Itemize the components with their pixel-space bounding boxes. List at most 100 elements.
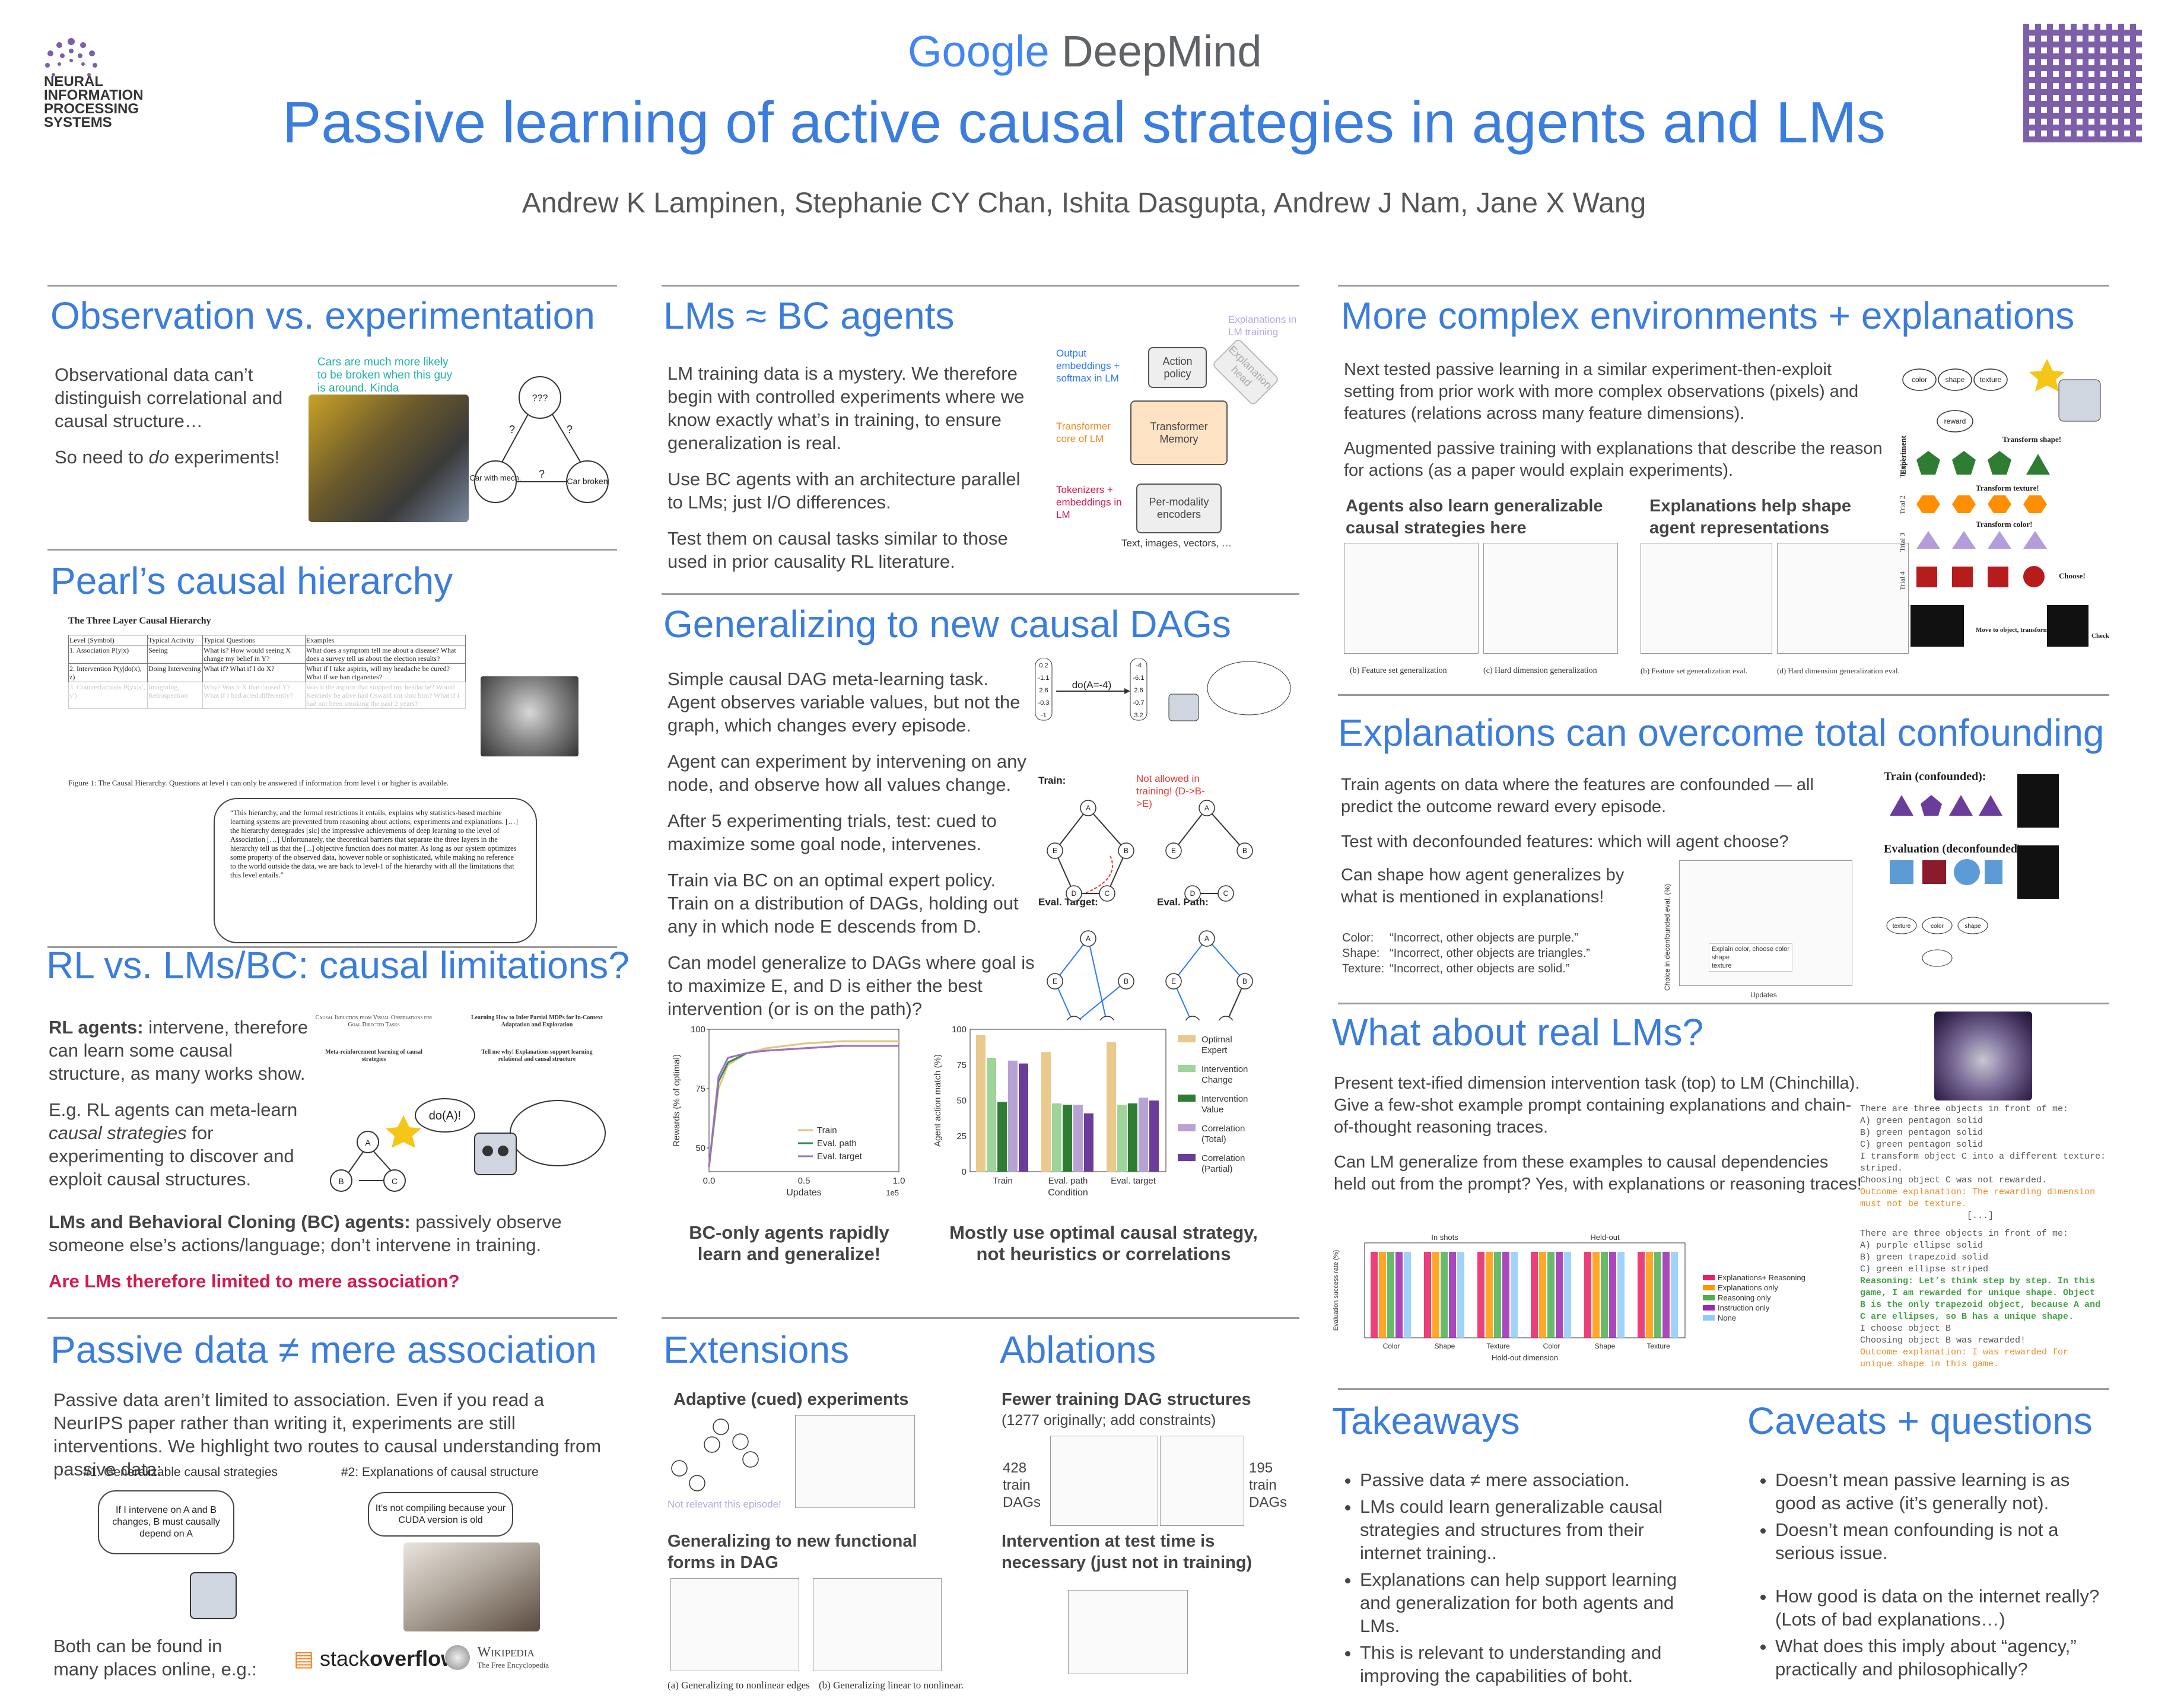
legend-entry: Explain color, choose color	[1712, 946, 1789, 953]
ext-plot-b	[813, 1578, 942, 1671]
dag-edge	[1206, 938, 1245, 982]
table-header: Typical Activity	[147, 635, 203, 645]
ext-cap-a: (a) Generalizing to nonlinear edges	[667, 1680, 810, 1691]
dag-node-label: C	[1223, 889, 1229, 898]
dag-caption-2: Mostly use optimal causal strategy, not …	[949, 1222, 1258, 1264]
bar	[1107, 1042, 1116, 1172]
prompt-example: There are three objects in front of me: …	[1860, 1103, 2109, 1370]
group-label: In shots	[1431, 1233, 1458, 1242]
bar	[1654, 1252, 1661, 1338]
legend-swatch	[1178, 1035, 1196, 1042]
section-title-complex: More complex environments + explanations	[1341, 294, 2075, 337]
bar	[1371, 1252, 1378, 1338]
dag-node-label: B	[1242, 847, 1247, 855]
dag-value: 3.2	[1134, 712, 1143, 719]
chinchilla-photo	[1934, 1012, 2032, 1101]
bar	[1139, 1098, 1148, 1172]
wand-star-icon	[386, 1115, 421, 1148]
bar	[1379, 1252, 1386, 1338]
prompt-ellipsis: [...]	[1967, 1211, 1994, 1221]
rl-text-2: E.g. RL agents can meta-learn causal str…	[49, 1099, 298, 1189]
y-axis-label: Evaluation success rate (%)	[1333, 1250, 1340, 1331]
confound-plot-xlabel: Updates	[1750, 991, 1777, 999]
wikipedia-logo: Wikipedia The Free Encyclopedia	[445, 1645, 549, 1670]
dag-node	[1118, 842, 1134, 859]
dag-node-label: C	[1105, 889, 1110, 898]
dag-edge	[1206, 807, 1245, 851]
bar	[1531, 1252, 1538, 1338]
dag-node-label: A	[1086, 934, 1091, 943]
dag-p4: Train via BC on an optimal expert policy…	[667, 870, 1019, 937]
list-item: LMs could learn generalizable causal str…	[1360, 1495, 1702, 1564]
section-title-lmbc: LMs ≈ BC agents	[663, 294, 955, 337]
ext-not-relevant: Not relevant this episode!	[667, 1499, 781, 1510]
dag-edge	[1077, 981, 1127, 1020]
dag-node	[1080, 800, 1096, 816]
complex-cap: (b) Feature set generalization eval.	[1641, 666, 1748, 675]
lmbc-p3: Test them on causal tasks similar to tho…	[667, 528, 1008, 572]
dag-node-label: E	[1171, 847, 1176, 855]
bar	[997, 1102, 1007, 1172]
table-cell: Imagining, Retrospection	[147, 682, 203, 709]
neurips-dots-icon	[45, 38, 97, 77]
bar	[1502, 1252, 1509, 1338]
y-axis-label: Agent action match (%)	[933, 1054, 943, 1147]
dag-value: -1	[1041, 712, 1047, 719]
obs-q: ?	[509, 424, 515, 435]
plot-frame	[1364, 1242, 1686, 1338]
complex-sub2: Explanations help shape agent representa…	[1649, 497, 1852, 537]
robot-icon	[1168, 694, 1199, 721]
reallm-p1: Present text-ified dimension interventio…	[1334, 1074, 1860, 1137]
ext-sub2: Generalizing to new functional forms in …	[667, 1532, 917, 1572]
complex-step: Transform texture!	[1976, 484, 2039, 492]
section-rule	[1338, 1003, 2109, 1004]
bar	[1063, 1105, 1072, 1172]
section-title-confound: Explanations can overcome total confound…	[1338, 711, 2105, 754]
lbl-inputs: Text, images, vectors, …	[1121, 537, 1232, 549]
legend-entry: Explanations only	[1703, 1283, 1805, 1293]
complex-trial: Trial 4	[1899, 571, 1906, 590]
bar	[1547, 1252, 1555, 1338]
bar	[1511, 1252, 1518, 1338]
bar	[1387, 1252, 1394, 1338]
dag-p1: Simple causal DAG meta-learning task. Ag…	[667, 669, 1021, 736]
complex-plot-b-eval	[1641, 543, 1772, 654]
complex-figure: color shape texture reward Transform sha…	[1899, 359, 2110, 647]
pearl-fig-caption: Figure 1: The Causal Hierarchy. Question…	[68, 778, 449, 787]
obs-text-1: Observational data can’t distinguish cor…	[55, 364, 283, 431]
section-rule	[662, 593, 1299, 595]
table-cell: Doing Intervening	[147, 663, 203, 682]
legend-label: Optimal	[1201, 1035, 1232, 1045]
complex-step: Choose!	[2059, 571, 2086, 580]
passive-bubble2-text: It’s not compiling because your CUDA ver…	[375, 1503, 506, 1525]
table-header: Level (Symbol)	[68, 635, 148, 645]
confound-p1: Train agents on data where the features …	[1341, 775, 1814, 816]
legend-label: Eval. target	[817, 1152, 863, 1162]
x-tick-label: Color	[1543, 1342, 1560, 1350]
box-action-policy: Action policy	[1148, 347, 1207, 388]
dag-value: -0.3	[1038, 699, 1050, 707]
series-line	[708, 1040, 899, 1168]
complex-experiment-label: Experiment	[1899, 435, 1908, 475]
paper-thumb: Meta-reinforcement learning of causal st…	[325, 1049, 422, 1063]
bar	[987, 1058, 996, 1172]
passive-both: Both can be found in many places online,…	[53, 1636, 257, 1680]
dag-edge	[1088, 938, 1107, 1020]
bar	[1395, 1252, 1403, 1338]
passive-bubble1: If I intervene on A and B changes, B mus…	[98, 1490, 234, 1554]
section-title-caveats: Caveats + questions	[1747, 1400, 2093, 1442]
paper-thumb: Tell me why! Explanations support learni…	[481, 1049, 593, 1063]
dag-node-label: B	[1242, 977, 1247, 985]
confound-node: color	[1931, 923, 1944, 930]
table-cell: 2. Intervention P(y|do(x), z)	[68, 663, 148, 682]
bar	[1609, 1252, 1616, 1338]
bar	[1008, 1060, 1018, 1172]
confound-p3: Can shape how agent generalizes by what …	[1341, 866, 1625, 907]
wand-star-icon	[2029, 359, 2065, 392]
y-tick-label: 75	[956, 1060, 967, 1070]
bar	[1662, 1252, 1670, 1338]
dag-node-label: A	[1204, 804, 1209, 812]
confound-node: texture	[1893, 923, 1911, 930]
list-item: Doesn’t mean confounding is not a seriou…	[1775, 1518, 2105, 1564]
